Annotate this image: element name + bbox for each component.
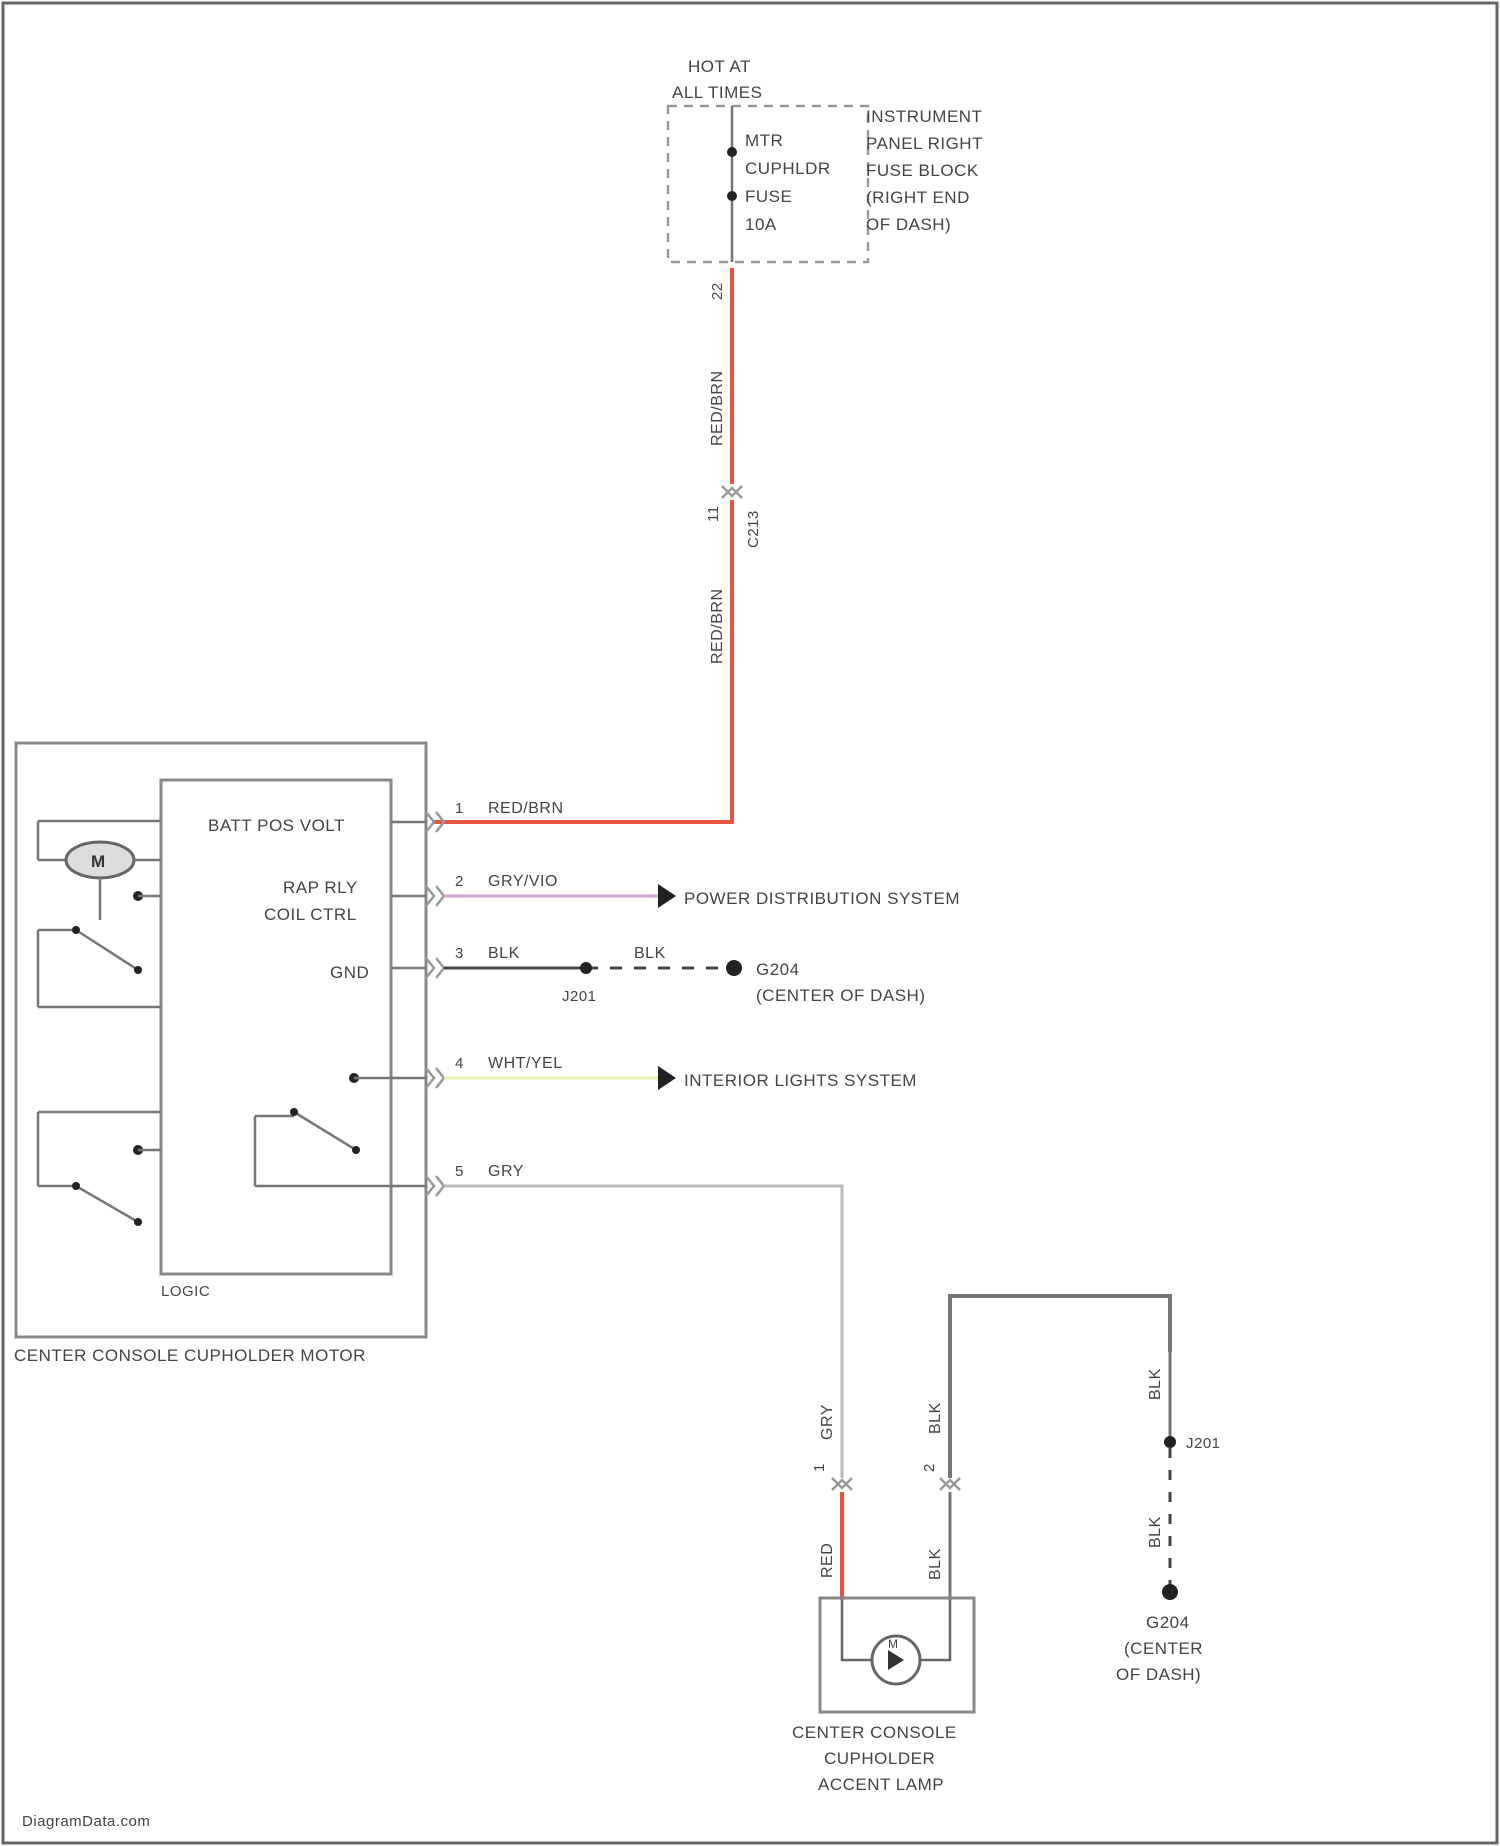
- accent-lamp: GRY 1 RED BLK 2 BLK M CENTER CONSOLE CUP…: [792, 1296, 1170, 1794]
- fuse-name-3: FUSE: [745, 187, 792, 206]
- pin1-function-label: BATT POS VOLT: [208, 816, 345, 835]
- pin2-arrow-icon: [658, 884, 676, 908]
- lamp-symbol-letter: M: [888, 1637, 899, 1651]
- lamp-pin2-connector-symbol: [940, 1478, 960, 1490]
- fuse-location-5: OF DASH): [866, 215, 951, 234]
- ground-branch-splice-dot: [1164, 1436, 1176, 1448]
- pin3-wire-color-2: BLK: [634, 945, 666, 962]
- fuse-name-2: CUPHLDR: [745, 159, 831, 178]
- pin1-wire-color: RED/BRN: [488, 800, 564, 817]
- fuse-location-3: FUSE BLOCK: [866, 161, 979, 180]
- fuse-rating: 10A: [745, 215, 777, 234]
- fuse-hot-label-2: ALL TIMES: [672, 83, 762, 102]
- pin5-number: 5: [455, 1163, 464, 1180]
- pin2-wire-color: GRY/VIO: [488, 873, 558, 890]
- lamp-pin2-wire-top: [950, 1296, 1170, 1478]
- logic-label: LOGIC: [161, 1283, 210, 1300]
- pin3-connector-symbol: [426, 958, 444, 978]
- lamp-label-3: ACCENT LAMP: [818, 1775, 944, 1794]
- fuse-location-4: (RIGHT END: [866, 188, 970, 207]
- fuse-hot-label-1: HOT AT: [688, 57, 751, 76]
- fuse-block-outline: [668, 106, 868, 262]
- pin5-wire-color: GRY: [488, 1163, 524, 1180]
- pin3-number: 3: [455, 945, 464, 962]
- pin3-ground-label: G204: [756, 960, 800, 979]
- motor-connector: [426, 812, 444, 1196]
- ground-branch-wire-lower: BLK: [1147, 1516, 1164, 1548]
- fuse-block: HOT AT ALL TIMES MTR CUPHLDR FUSE 10A IN…: [668, 57, 983, 300]
- pin4-number: 4: [455, 1055, 464, 1072]
- pin4-wire-color: WHT/YEL: [488, 1055, 563, 1072]
- fuse-location-2: PANEL RIGHT: [866, 134, 983, 153]
- fuse-location-1: INSTRUMENT: [866, 107, 982, 126]
- fuse-terminal-top: [727, 147, 737, 157]
- pin4-destination: INTERIOR LIGHTS SYSTEM: [684, 1071, 917, 1090]
- fuse-terminal-number: 22: [709, 282, 726, 300]
- pin3-splice-label: J201: [562, 988, 597, 1005]
- fuse-terminal-bottom: [727, 191, 737, 201]
- lamp-pin2-wire-lower: BLK: [927, 1548, 944, 1580]
- lower-switch-pivot-dot: [72, 1182, 80, 1190]
- pin2-destination: POWER DISTRIBUTION SYSTEM: [684, 889, 960, 908]
- lamp-pin1-number: 1: [811, 1463, 828, 1472]
- pin5-switch-contact-dot: [352, 1146, 360, 1154]
- connector-c213-symbol: [722, 486, 742, 498]
- pin2-function-label-2: COIL CTRL: [264, 905, 357, 924]
- pin5-wire: [444, 1186, 842, 1478]
- ground-branch-location-1: (CENTER: [1124, 1639, 1203, 1658]
- logic-box: [161, 780, 391, 1274]
- pin3-function-label: GND: [330, 963, 369, 982]
- ground-branch-wire-upper: BLK: [1147, 1368, 1164, 1400]
- lamp-pin2-wire-upper: BLK: [927, 1402, 944, 1434]
- battery-feed-wire: RED/BRN RED/BRN 11 C213: [432, 268, 762, 823]
- cupholder-motor-module: LOGIC CENTER CONSOLE CUPHOLDER MOTOR M B…: [14, 743, 426, 1365]
- lamp-label-1: CENTER CONSOLE: [792, 1723, 957, 1742]
- connector-c213-pin: 11: [705, 505, 722, 522]
- pin3-ground-icon: [726, 960, 742, 976]
- pin4-arrow-icon: [658, 1066, 676, 1090]
- pin5-switch-pivot-dot: [290, 1108, 298, 1116]
- pin1-number: 1: [455, 800, 464, 817]
- pin3-splice-dot: [580, 962, 592, 974]
- lower-switch-blade-icon: [76, 1186, 138, 1222]
- lamp-pin2-number: 2: [921, 1463, 938, 1472]
- ground-branch-ground-label: G204: [1146, 1613, 1190, 1632]
- pin5-connector-symbol: [426, 1176, 444, 1196]
- feed-wire-color-upper: RED/BRN: [709, 370, 726, 446]
- upper-switch-contact-dot: [134, 966, 142, 974]
- diagram-frame: [3, 3, 1497, 1843]
- pin2-function-label-1: RAP RLY: [283, 878, 358, 897]
- ground-branch: BLK J201 BLK G204 (CENTER OF DASH): [1116, 1352, 1221, 1684]
- ground-branch-splice-label: J201: [1186, 1435, 1221, 1452]
- fuse-name-1: MTR: [745, 131, 783, 150]
- pin3-ground-location: (CENTER OF DASH): [756, 986, 926, 1005]
- pin2-connector-symbol: [426, 886, 444, 906]
- pin5-switch-blade-icon: [294, 1112, 356, 1150]
- connector-c213-name: C213: [745, 510, 762, 548]
- feed-wire-color-lower: RED/BRN: [709, 588, 726, 664]
- motor-symbol-letter: M: [91, 852, 106, 871]
- ground-branch-location-2: OF DASH): [1116, 1665, 1201, 1684]
- upper-switch-pivot-dot: [72, 926, 80, 934]
- lamp-pin1-connector-symbol: [832, 1478, 852, 1490]
- upper-switch-blade-icon: [76, 930, 138, 970]
- pin3-wire-color: BLK: [488, 945, 520, 962]
- lower-switch-contact-dot: [134, 1218, 142, 1226]
- lamp-pin1-wire-upper: GRY: [819, 1404, 836, 1440]
- pin2-number: 2: [455, 873, 464, 890]
- watermark-text: DiagramData.com: [22, 1813, 150, 1830]
- motor-module-label: CENTER CONSOLE CUPHOLDER MOTOR: [14, 1346, 366, 1365]
- lamp-pin1-wire-lower: RED: [819, 1543, 836, 1578]
- ground-branch-ground-icon: [1162, 1584, 1178, 1600]
- lamp-label-2: CUPHOLDER: [824, 1749, 935, 1768]
- pin4-connector-symbol: [426, 1068, 444, 1088]
